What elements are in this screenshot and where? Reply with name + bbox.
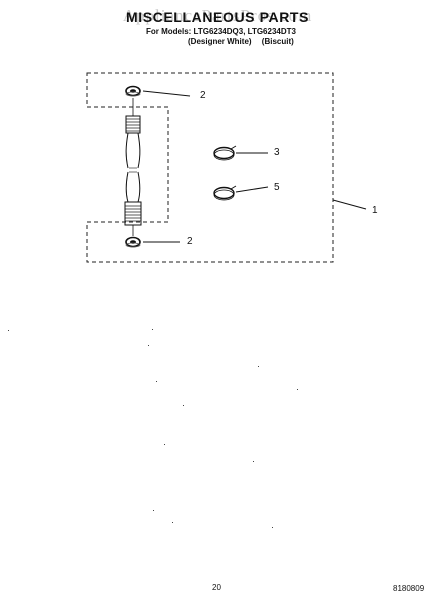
leader-lines	[142, 90, 367, 243]
page-number: 20	[212, 583, 221, 592]
scan-speckles	[8, 329, 298, 528]
callout-2-top: 2	[200, 90, 206, 101]
hose-clamp-3	[213, 145, 237, 161]
hose-clamp-5	[213, 185, 237, 201]
assembly-outline	[86, 72, 334, 263]
color-designer-white: (Designer White)	[188, 37, 252, 46]
washer-top	[125, 85, 141, 97]
washer-bottom	[125, 236, 141, 248]
color-biscuit: (Biscuit)	[261, 37, 294, 46]
watermark-logo: AppliancePartsPros.com	[122, 6, 313, 25]
callout-2-bottom: 2	[187, 236, 193, 247]
document-code: 8180809	[393, 584, 425, 593]
callout-5: 5	[274, 182, 280, 193]
fill-hose	[124, 98, 142, 236]
color-variants: (Designer White) (Biscuit)	[188, 37, 302, 46]
callout-3: 3	[274, 147, 280, 158]
page-title: MISCELLANEOUS PARTS	[125, 9, 310, 25]
callout-1: 1	[372, 205, 378, 216]
model-numbers: For Models: LTG6234DQ3, LTG6234DT3	[146, 27, 296, 36]
